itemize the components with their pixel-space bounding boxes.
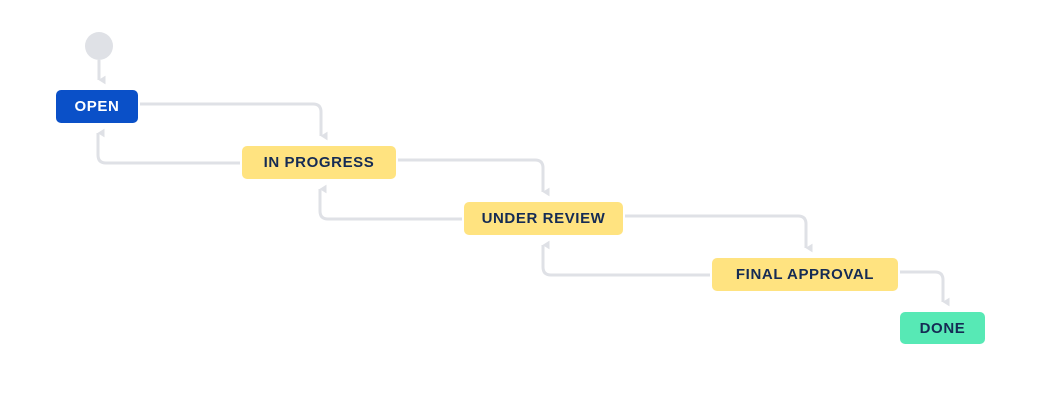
- connector-final-approval-to-under-review: [541, 240, 710, 277]
- connector-final-approval-to-done: [900, 270, 950, 307]
- status-node-final-approval-label: FINAL APPROVAL: [735, 266, 875, 283]
- status-node-done-label: DONE: [919, 319, 966, 337]
- status-node-done[interactable]: DONE: [900, 312, 985, 344]
- status-node-under-review-label: UNDER REVIEW: [481, 210, 606, 227]
- connector-under-review-to-in-progress: [318, 184, 462, 221]
- status-node-open[interactable]: OPEN: [56, 90, 138, 123]
- status-node-in-progress[interactable]: IN PROGRESS: [242, 146, 396, 179]
- status-node-final-approval[interactable]: FINAL APPROVAL: [712, 258, 898, 291]
- connector-under-review-to-final-approval: [625, 214, 813, 253]
- connector-in-progress-to-open: [96, 128, 240, 165]
- status-node-in-progress-label: IN PROGRESS: [263, 154, 375, 171]
- status-node-open-label: OPEN: [74, 98, 120, 115]
- start-node-circle: [85, 32, 113, 60]
- connector-open-to-in-progress: [140, 102, 328, 141]
- connector-in-progress-to-under-review: [398, 158, 550, 197]
- status-node-under-review[interactable]: UNDER REVIEW: [464, 202, 623, 235]
